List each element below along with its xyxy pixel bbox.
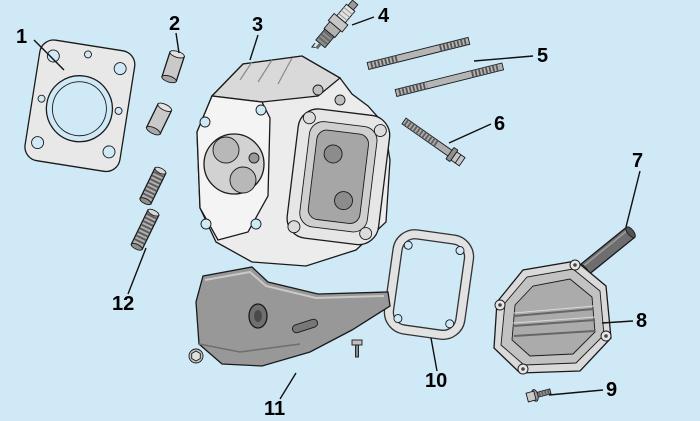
leader-line-2 — [175, 32, 180, 54]
valve-cover-ribs — [512, 305, 596, 337]
cylinder-head-fins — [239, 57, 293, 85]
spark-plug-electrode — [315, 42, 322, 50]
part-stud-upper — [139, 166, 167, 206]
heat-shield-highlight — [204, 270, 385, 300]
part-heat-shield-plate — [195, 266, 391, 367]
leader-line-7 — [625, 170, 641, 228]
exhaust-valve-seat — [229, 166, 257, 194]
heat-shield-fold — [198, 343, 301, 353]
part-head-gasket — [24, 39, 136, 173]
callout-7: 7 — [632, 150, 643, 172]
spark-plug-hole — [248, 152, 260, 164]
callout-3: 3 — [252, 14, 263, 36]
leader-line-11 — [279, 372, 297, 400]
cover-bolt-head — [525, 390, 537, 403]
leader-line-6 — [448, 123, 492, 144]
callout-2: 2 — [169, 13, 180, 35]
spark-plug-ribs — [338, 6, 353, 21]
spark-plug-ground-electrode — [310, 42, 316, 48]
callout-labels: 1 2 3 4 5 6 7 8 9 10 11 12 — [16, 5, 647, 420]
leader-line-8 — [601, 320, 634, 324]
leader-line-9 — [548, 389, 604, 396]
callout-11: 11 — [264, 398, 285, 420]
callout-12: 12 — [112, 293, 134, 315]
callout-9: 9 — [606, 379, 617, 401]
part-cover-flange-bolt — [525, 388, 552, 403]
leader-line-3 — [249, 34, 259, 61]
leader-line-10 — [430, 337, 438, 372]
heat-shield-slot — [291, 318, 319, 334]
part-stud-bolt-b — [394, 62, 505, 97]
heat-shield-body — [195, 266, 391, 367]
head-gasket-bore-hole — [45, 75, 114, 143]
leader-line-12 — [127, 247, 147, 295]
head-top-stud-holes — [312, 84, 346, 106]
callout-10: 10 — [425, 370, 447, 392]
valve-cover-dome — [511, 278, 596, 357]
part-flange-bolt — [401, 117, 466, 167]
part-valve-cover — [493, 259, 612, 375]
part-stud-lower — [130, 208, 160, 251]
intake-valve-seat — [212, 136, 240, 164]
valve-cover-bolt-tabs — [494, 259, 612, 375]
head-gasket-bolt-holes — [31, 49, 127, 159]
leader-lines — [33, 16, 641, 400]
head-gasket-bore-ring — [51, 81, 107, 137]
callout-1: 1 — [16, 26, 27, 48]
leader-line-5 — [473, 55, 534, 62]
part-stud-bolt-a — [366, 36, 471, 70]
callout-6: 6 — [494, 113, 505, 135]
cover-gasket-bolt-holes — [393, 240, 465, 329]
leader-line-1 — [33, 39, 65, 71]
rocker-box-flange — [286, 108, 391, 246]
head-face-bolt-holes — [199, 104, 267, 230]
heat-shield-hole-inner — [254, 310, 262, 322]
part-dowel-pin-upper — [161, 50, 186, 84]
part-cylinder-head — [196, 55, 391, 267]
part-spark-plug — [310, 0, 359, 50]
callout-8: 8 — [636, 310, 647, 332]
part-valve-cover-gasket — [383, 229, 475, 340]
callout-5: 5 — [537, 45, 548, 67]
plate-bolt-left — [188, 348, 204, 364]
leader-line-4 — [351, 16, 375, 26]
part-dowel-pin-lower — [145, 102, 173, 136]
callout-4: 4 — [378, 5, 390, 27]
plate-screw-right — [351, 339, 363, 358]
